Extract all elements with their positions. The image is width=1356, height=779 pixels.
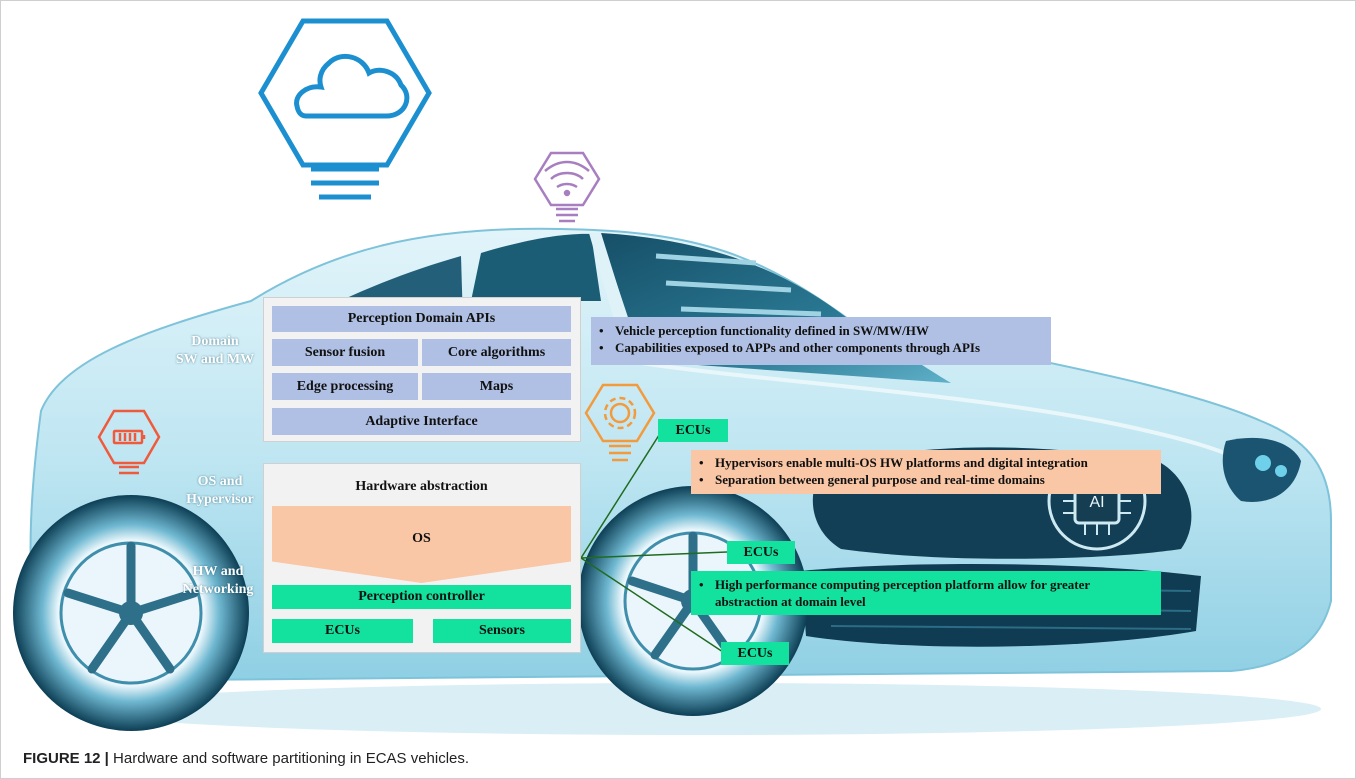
label-domain-sw-mw: Domain SW and MW bbox=[169, 333, 261, 369]
domain-notes-box: Vehicle perception functionality defined… bbox=[591, 317, 1051, 365]
label-domain-line1: Domain bbox=[191, 334, 239, 349]
label-os-line1: OS and bbox=[197, 474, 243, 489]
label-hw-line1: HW and bbox=[192, 564, 244, 579]
perception-controller-box: Perception controller bbox=[272, 585, 571, 609]
perception-domain-apis-box: Perception Domain APIs bbox=[272, 306, 571, 332]
core-algorithms-box: Core algorithms bbox=[422, 339, 571, 366]
gear-icon bbox=[584, 383, 656, 462]
hardware-abstraction-label: Hardware abstraction bbox=[355, 479, 488, 494]
rear-wheel bbox=[13, 495, 249, 731]
edge-processing-box: Edge processing bbox=[272, 373, 418, 400]
ecus-box: ECUs bbox=[272, 619, 413, 643]
hypervisor-notes-box: Hypervisors enable multi-OS HW platforms… bbox=[691, 450, 1161, 494]
ecu-label-middle: ECUs bbox=[727, 541, 795, 564]
ai-chip-label: AI bbox=[1089, 494, 1104, 511]
label-domain-line2: SW and MW bbox=[175, 352, 255, 367]
adaptive-interface-box: Adaptive Interface bbox=[272, 408, 571, 435]
hpc-notes-box: High performance computing perception pl… bbox=[691, 571, 1161, 615]
domain-note-2: Capabilities exposed to APPs and other c… bbox=[599, 339, 1041, 356]
label-os-hypervisor: OS and Hypervisor bbox=[175, 473, 265, 509]
sensor-fusion-box: Sensor fusion bbox=[272, 339, 418, 366]
cloud-icon bbox=[258, 18, 432, 200]
label-hw-line2: Networking bbox=[182, 582, 254, 597]
ecu-connectors bbox=[580, 431, 728, 653]
hpc-note-1: High performance computing perception pl… bbox=[699, 576, 1151, 610]
hypervisor-note-1: Hypervisors enable multi-OS HW platforms… bbox=[699, 454, 1151, 471]
label-hw-networking: HW and Networking bbox=[173, 563, 263, 599]
wifi-icon bbox=[533, 151, 601, 223]
hypervisor-note-2: Separation between general purpose and r… bbox=[699, 471, 1151, 488]
caption-label: FIGURE 12 | bbox=[23, 750, 109, 767]
figure-caption: FIGURE 12 | Hardware and software partit… bbox=[23, 750, 469, 767]
side-window-front bbox=[471, 233, 601, 301]
ecu-label-top: ECUs bbox=[658, 419, 728, 442]
caption-text: Hardware and software partitioning in EC… bbox=[108, 750, 470, 767]
sensors-box: Sensors bbox=[433, 619, 571, 643]
ecu-label-bottom: ECUs bbox=[721, 642, 789, 665]
maps-box: Maps bbox=[422, 373, 571, 400]
domain-note-1: Vehicle perception functionality defined… bbox=[599, 322, 1041, 339]
label-os-line2: Hypervisor bbox=[186, 492, 254, 507]
battery-icon bbox=[97, 409, 161, 475]
